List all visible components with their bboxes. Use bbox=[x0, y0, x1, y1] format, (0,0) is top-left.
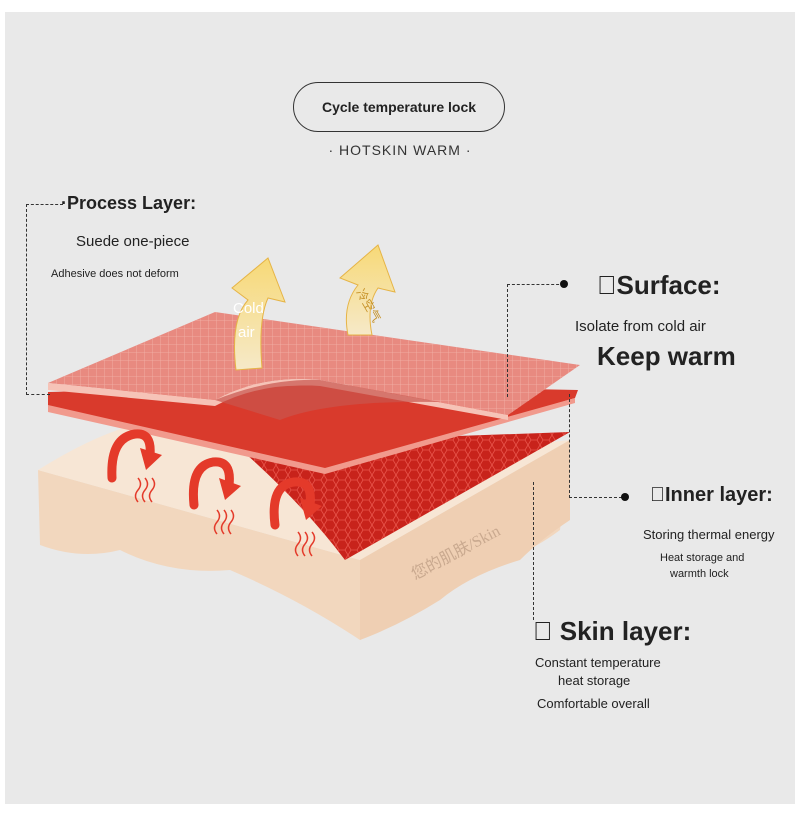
inner-layer-line2b: warmth lock bbox=[670, 568, 729, 580]
process-layer-line2: Adhesive does not deform bbox=[51, 268, 179, 280]
heat-arrow-3 bbox=[269, 477, 322, 557]
surface-line1: Isolate from cold air bbox=[575, 318, 706, 335]
heat-arrow-1 bbox=[107, 429, 162, 503]
top-pink-texture bbox=[48, 312, 580, 415]
skin-layer-line1b: heat storage bbox=[558, 673, 631, 688]
inner-layer-leader-dot bbox=[621, 493, 629, 501]
heat-arrow-2 bbox=[188, 457, 241, 535]
surface-line2: Keep warm bbox=[597, 341, 736, 371]
skin-layer-line2: Comfortable overall bbox=[537, 696, 650, 711]
cold-air-label-2: air bbox=[238, 324, 255, 341]
process-layer-leader bbox=[26, 204, 63, 395]
skin-block-front bbox=[360, 440, 570, 640]
inner-layer-title:  Inner layer: bbox=[650, 484, 773, 506]
process-layer-leader-bottom bbox=[26, 394, 50, 395]
cold-air-arrow-left bbox=[231, 257, 286, 371]
skin-layer-line1a: Constant temperature bbox=[535, 655, 661, 670]
surface-leader-dot bbox=[560, 280, 568, 288]
surface-title:  Surface: bbox=[597, 270, 721, 300]
header-subtitle: · HOTSKIN WARM · bbox=[328, 142, 472, 158]
peel-shadow bbox=[215, 379, 440, 420]
cold-air-arrow-right bbox=[339, 244, 396, 336]
header-badge: Cycle temperature lock bbox=[293, 82, 505, 132]
skin-layer-leader bbox=[533, 482, 534, 620]
skin-layer-title:   Skin layer: bbox=[533, 616, 692, 646]
surface-leader bbox=[507, 284, 564, 397]
inner-layer-leader bbox=[569, 394, 622, 498]
inner-layer-line1: Storing thermal energy bbox=[643, 527, 775, 542]
inner-layer-line2a: Heat storage and bbox=[660, 552, 745, 564]
header-badge-text: Cycle temperature lock bbox=[321, 99, 477, 115]
process-layer-title: ·Process Layer: bbox=[61, 193, 197, 213]
cold-air-label-1: Cold bbox=[233, 300, 264, 317]
process-layer-line1: Suede one-piece bbox=[76, 233, 190, 250]
